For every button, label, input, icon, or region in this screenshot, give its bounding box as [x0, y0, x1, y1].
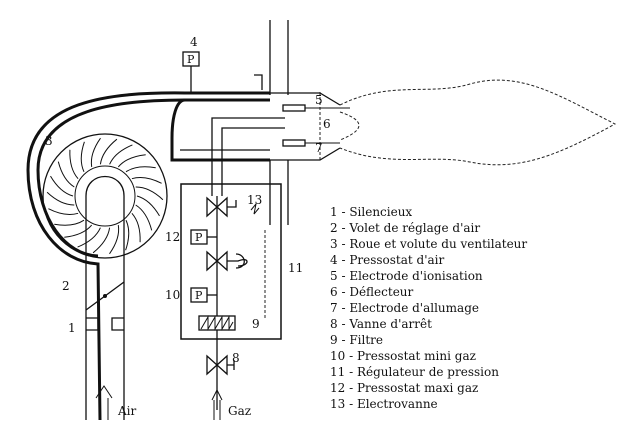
flame — [339, 79, 617, 166]
legend-item-2: 2 - Volet de réglage d'air — [330, 221, 480, 235]
gas-min-pressure-switch: P — [190, 287, 217, 303]
electrovalve-coil — [227, 200, 260, 215]
fan-blade — [57, 161, 75, 188]
fan-blade — [131, 177, 162, 184]
fan-blade — [109, 225, 120, 255]
fan-blade — [64, 224, 93, 238]
boiler-wall — [254, 20, 289, 225]
callout-8: 8 — [232, 351, 240, 365]
callout-5: 5 — [315, 93, 323, 107]
fan-blade — [99, 138, 118, 165]
gas-min-pressure-switch-letter: P — [195, 289, 203, 302]
legend: 1 - Silencieux 2 - Volet de réglage d'ai… — [330, 205, 527, 411]
fan-blade — [90, 137, 101, 167]
callout-1: 1 — [68, 321, 76, 335]
callout-11: 11 — [288, 261, 303, 275]
legend-item-13: 13 - Electrovanne — [330, 397, 438, 411]
legend-item-5: 5 - Electrode d'ionisation — [330, 269, 483, 283]
fan-wheel — [42, 133, 168, 259]
callout-13: 13 — [247, 193, 262, 207]
legend-item-12: 12 - Pressostat maxi gaz — [330, 381, 478, 395]
callout-7: 7 — [315, 141, 323, 155]
air-pressure-switch-letter: P — [187, 53, 195, 66]
legend-item-9: 9 - Filtre — [330, 333, 383, 347]
gas-arrow — [211, 388, 223, 420]
fan-blade — [92, 227, 111, 254]
air-inlet-label: Air — [117, 404, 137, 418]
air-damper — [85, 281, 125, 311]
callout-3: 3 — [45, 134, 53, 148]
shutoff-valve — [206, 354, 235, 376]
gas-inlet-label: Gaz — [228, 404, 251, 418]
legend-item-11: 11 - Régulateur de pression — [330, 365, 499, 379]
fan-blade — [125, 219, 130, 251]
legend-item-10: 10 - Pressostat mini gaz — [330, 349, 476, 363]
callout-2: 2 — [62, 279, 70, 293]
pressure-regulator-valve — [206, 250, 248, 272]
legend-item-6: 6 - Déflecteur — [330, 285, 414, 299]
fan-blade — [109, 144, 133, 165]
callout-4: 4 — [190, 35, 198, 49]
solenoid-valve — [206, 196, 228, 218]
callout-6: 6 — [323, 117, 331, 131]
fan-blade — [80, 141, 85, 173]
gas-max-pressure-switch: P — [190, 229, 217, 245]
fan-blade — [48, 208, 79, 215]
gas-train-box — [180, 183, 282, 410]
legend-item-7: 7 - Electrode d'allumage — [330, 301, 479, 315]
callout-10: 10 — [165, 288, 180, 302]
callout-9: 9 — [252, 317, 260, 331]
fan-blade — [125, 166, 156, 173]
fan-blade — [77, 227, 101, 248]
fan-blade — [117, 154, 146, 168]
silencer — [86, 317, 124, 331]
fan-blade — [131, 212, 141, 243]
burner-head — [270, 92, 350, 162]
fan-blade — [135, 204, 153, 231]
gas-pipe — [211, 117, 285, 196]
fan-blade — [69, 149, 79, 180]
legend-item-1: 1 - Silencieux — [330, 205, 412, 219]
fan-volute — [26, 91, 270, 421]
legend-item-3: 3 - Roue et volute du ventilateur — [330, 237, 527, 251]
fan-blade — [136, 195, 160, 217]
callout-12: 12 — [165, 230, 180, 244]
fan-blade — [54, 219, 85, 226]
air-inlet-duct — [85, 175, 125, 420]
fan-blade — [46, 191, 75, 206]
legend-item-8: 8 - Vanne d'arrêt — [330, 317, 432, 331]
gas-max-pressure-switch-letter: P — [195, 231, 203, 244]
gas-filter — [198, 315, 236, 331]
legend-item-4: 4 - Pressostat d'air — [330, 253, 445, 267]
air-arrow — [95, 385, 113, 420]
fan-blade — [135, 186, 164, 201]
fan-blade — [50, 175, 74, 197]
air-pressure-switch: P — [182, 51, 200, 93]
